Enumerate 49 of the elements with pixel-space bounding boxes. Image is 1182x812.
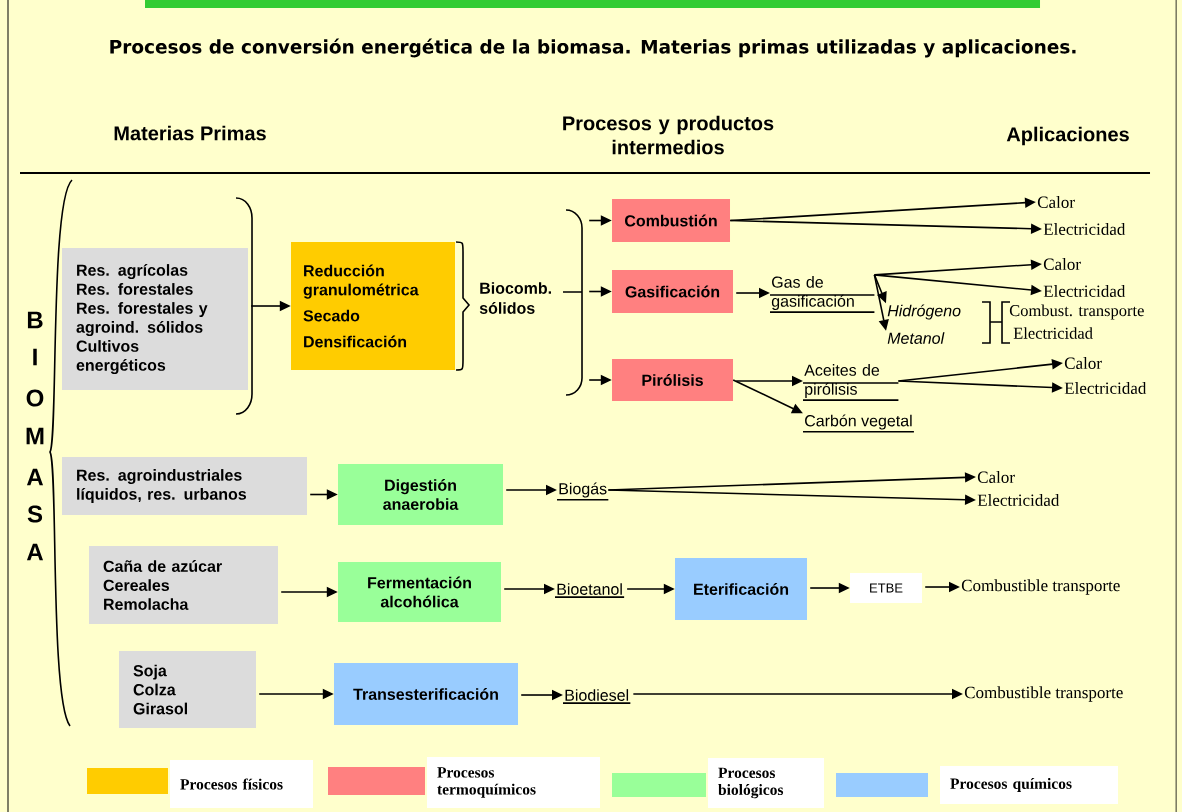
product-label: Biodiesel (562, 689, 632, 704)
process-box: Fermentación alcohólica (338, 562, 501, 622)
arrow (732, 379, 803, 414)
vertical-letter: I (33, 348, 37, 366)
material-box: Caña de azúcar Cereales Remolacha (89, 546, 278, 624)
vertical-letter: S (27, 505, 43, 523)
product-label: Hidrógeno (887, 304, 961, 320)
process-box: Reducción granulométrica Secado Densificación (291, 242, 455, 370)
application-label: Electricidad (977, 494, 1060, 506)
application-label: Calor (1043, 258, 1081, 270)
material-box: Soja Colza Girasol (119, 651, 256, 728)
vertical-letter: O (26, 389, 44, 407)
process-box: Gasificación (612, 270, 733, 313)
column-heading: Procesos y productos intermedios (563, 115, 774, 155)
product-label: Metanol (887, 332, 945, 344)
material-box: Res. agroindustriales líquidos, res. urbanos (62, 457, 307, 515)
application-label: Combustible transporte (961, 579, 1120, 595)
legend-label: Procesos químicos (940, 766, 1118, 804)
legend-label: Procesos biológicos (708, 758, 824, 808)
product-label: Biocomb. sólidos (479, 282, 551, 314)
application-label: Calor (1064, 357, 1102, 369)
product-label: Carbón vegetal (802, 414, 915, 433)
application-label: Calor (977, 471, 1015, 483)
vertical-letter: A (26, 543, 44, 561)
vertical-letter: M (26, 427, 44, 445)
process-box: Transesterificación (334, 663, 518, 725)
product-label: Gas de gasificación (769, 276, 876, 313)
product-box: ETBE (850, 573, 922, 603)
material-box: Res. agrícolas Res. forestales Res. forestales y agroind. sólidos Cultivos energéticos (62, 248, 248, 390)
application-label: Electricidad (1043, 285, 1126, 297)
legend-label: Procesos físicos (170, 760, 313, 808)
product-label: Biogás (556, 482, 610, 501)
application-label: Electricidad (1043, 223, 1126, 235)
application-label: Combustible transporte (964, 686, 1123, 702)
title: Procesos de conversión energética de la biomasa. Materias primas utilizadas y aplicaciones. (110, 38, 1076, 58)
application-label: Calor (1037, 196, 1075, 208)
product-label: Aceites de pirólisis (802, 364, 900, 401)
column-heading: Materias Primas (114, 125, 266, 141)
product-label: Bioetanol (554, 583, 625, 598)
application-label: Electricidad (1013, 327, 1093, 339)
process-box: Pirólisis (612, 359, 733, 401)
brace (562, 209, 583, 396)
application-label: Combust. transporte (1009, 304, 1144, 320)
process-box: Eterificación (675, 558, 807, 620)
application-label: Electricidad (1064, 382, 1147, 394)
process-box: Digestión anaerobia (338, 464, 503, 525)
process-box: Combustión (612, 199, 730, 242)
column-heading: Aplicaciones (1006, 126, 1129, 146)
legend-label: Procesos termoquímicos (427, 757, 600, 808)
